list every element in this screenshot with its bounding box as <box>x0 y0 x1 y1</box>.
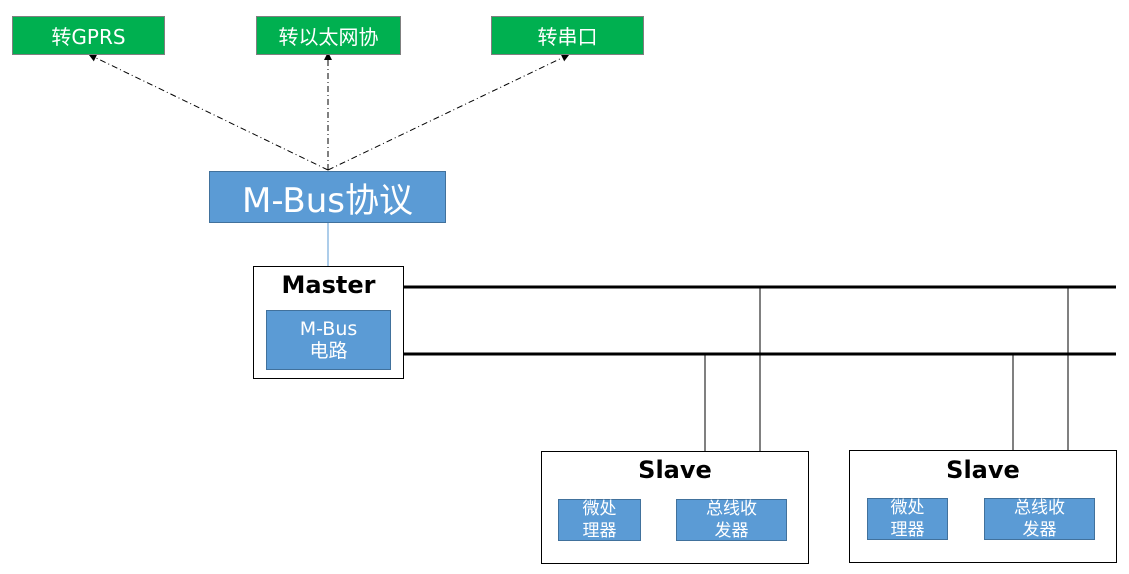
slave-mcu: 微处 理器 <box>867 498 948 540</box>
slave-title: Slave <box>638 456 712 484</box>
slave-mcu-line2: 理器 <box>582 521 617 541</box>
target-serial-label: 转串口 <box>537 25 598 49</box>
master-circuit: M-Bus 电路 <box>266 310 391 370</box>
slave-transceiver-line1: 总线收 <box>1014 498 1065 518</box>
slave-mcu: 微处 理器 <box>558 499 641 541</box>
slave-transceiver-line2: 发器 <box>714 521 749 541</box>
target-serial: 转串口 <box>491 16 644 55</box>
master-title: Master <box>281 271 376 299</box>
protocol-label: M-Bus协议 <box>242 180 413 221</box>
slave-frame: Slave 微处 理器 总线收 发器 <box>541 451 809 564</box>
slave-transceiver-line2: 发器 <box>1022 520 1057 540</box>
slave-transceiver: 总线收 发器 <box>676 499 787 541</box>
protocol-box: M-Bus协议 <box>209 171 446 223</box>
master-circuit-line2: 电路 <box>309 340 348 362</box>
slave-mcu-line1: 微处 <box>890 498 925 518</box>
slave-transceiver: 总线收 发器 <box>984 498 1095 540</box>
slave-frame: Slave 微处 理器 总线收 发器 <box>849 450 1117 563</box>
target-ethernet-label: 转以太网协 <box>278 25 379 49</box>
slave-mcu-line2: 理器 <box>890 520 925 540</box>
target-gprs-label: 转GPRS <box>51 25 126 49</box>
slave-transceiver-line1: 总线收 <box>706 499 757 519</box>
target-ethernet: 转以太网协 <box>256 16 401 55</box>
master-circuit-line1: M-Bus <box>299 318 358 340</box>
target-gprs: 转GPRS <box>12 16 165 55</box>
arrow-to-gprs <box>88 54 329 171</box>
master-frame: Master M-Bus 电路 <box>253 266 404 379</box>
slave-title: Slave <box>946 456 1020 484</box>
slave-mcu-line1: 微处 <box>582 499 617 519</box>
arrow-to-serial <box>327 54 570 171</box>
